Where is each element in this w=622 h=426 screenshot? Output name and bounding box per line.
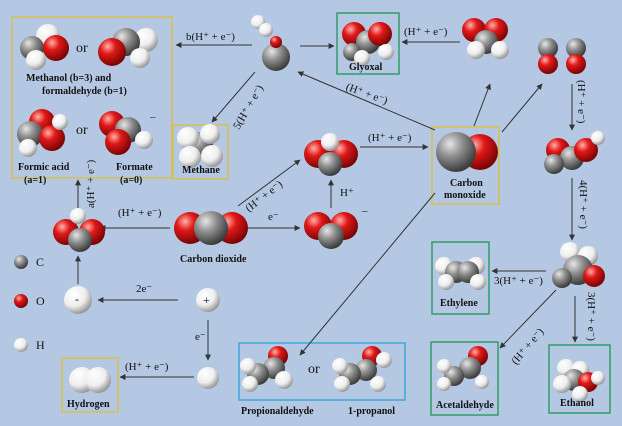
label-methanol-line1: Methanol (b=3) and [26, 73, 112, 84]
occo-molecule [544, 131, 605, 174]
ocho-molecule [462, 18, 509, 59]
hydrogen-molecule [69, 367, 111, 393]
formate-molecule [99, 111, 153, 155]
co-dimer-molecule [538, 38, 586, 74]
label-he-right-top: (H⁺ + e⁻) [575, 80, 587, 124]
label-formic-acid-1: Formic acid [18, 162, 70, 173]
label-formate-2: (a=0) [120, 175, 143, 186]
arrow-co-to-ocho [473, 83, 491, 127]
legend-hydrogen-swatch [14, 338, 28, 352]
label-formate-minus: – [150, 111, 156, 123]
label-legend-o: O [36, 294, 45, 308]
label-carbon-monoxide-2: monoxide [444, 190, 486, 201]
label-carbon-monoxide-1: Carbon [450, 178, 483, 189]
hydride-atom [64, 286, 92, 314]
ethanol-box [548, 344, 611, 414]
propanal-propanol-box [238, 342, 406, 401]
label-four-he: 4(H⁺ + e⁻) [577, 180, 589, 229]
label-co2-minus: – [362, 205, 368, 217]
ethenone-molecule [552, 242, 605, 288]
acetaldehyde-box [430, 341, 499, 416]
label-he-co-right: (H⁺ + e⁻) [368, 132, 412, 144]
label-ethylene: Ethylene [440, 298, 478, 309]
label-he-glyoxal: (H⁺ + e⁻) [404, 26, 448, 38]
label-1-propanol: 1-propanol [348, 406, 396, 417]
label-carbon-dioxide: Carbon dioxide [180, 254, 247, 265]
label-or-3: or [308, 362, 320, 377]
label-three-he-ethanol: 3(H⁺ + e⁻) [585, 292, 597, 341]
acetaldehyde-molecule [437, 346, 489, 391]
ethylene-box [431, 241, 490, 315]
methanol-molecule [20, 24, 69, 70]
label-h-plus: H⁺ [340, 187, 354, 199]
methane-box [172, 124, 229, 180]
arrow-co-to-propanal [299, 192, 436, 356]
label-formic-acid-2: (a=1) [24, 175, 47, 186]
label-hydride-minus: - [75, 292, 79, 306]
hydrogen-box [61, 357, 119, 413]
formaldehyde-box-molecule [98, 28, 158, 68]
formic-left-molecule [53, 208, 105, 252]
legend-carbon-swatch [14, 255, 28, 269]
carbon-monoxide-molecule [436, 132, 498, 172]
hydrogen-atom [197, 367, 219, 389]
label-glyoxal: Glyoxal [349, 62, 383, 73]
ethylene-molecule [435, 257, 486, 290]
label-b-he-top: b(H⁺ + e⁻) [186, 31, 235, 43]
label-two-e: 2e⁻ [136, 283, 153, 295]
label-acetaldehyde: Acetaldehyde [436, 400, 494, 411]
label-or-1: or [76, 41, 88, 56]
label-he-hydrogen: (H⁺ + e⁻) [125, 361, 169, 373]
propionaldehyde-molecule [240, 346, 293, 392]
methanol-formic-box [11, 16, 173, 179]
label-legend-c: C [36, 255, 45, 269]
glyoxal-molecule [342, 22, 394, 66]
label-ethanol: Ethanol [560, 398, 594, 409]
arrow-co2-to-cooh-upper [237, 159, 301, 207]
formaldehyde-molecule [251, 15, 290, 71]
label-proton-plus: + [203, 293, 210, 307]
carboxyl-molecule [304, 133, 358, 176]
label-three-he-ethylene: 3(H⁺ + e⁻) [494, 275, 543, 287]
proton-atom [196, 288, 220, 312]
label-e-minus-mid: e⁻ [268, 211, 279, 223]
label-methanol-line2: formaldehyde (b=1) [42, 86, 127, 97]
carbon-dioxide-molecule [174, 211, 248, 245]
propanol-molecule [332, 346, 392, 392]
carbon-monoxide-box [431, 126, 500, 205]
label-hydrogen: Hydrogen [67, 399, 110, 410]
legend-oxygen-swatch [14, 294, 28, 308]
arrow-co-to-formaldehyde [297, 71, 436, 131]
label-he-left: (H⁺ + e⁻) [118, 207, 162, 219]
label-legend-h: H [36, 338, 45, 352]
methane-molecule [177, 124, 223, 168]
formic-acid-molecule [17, 109, 68, 157]
carbon-dioxide-anion-molecule [304, 212, 358, 249]
label-a-he: a(H⁺ + e⁻) [85, 159, 97, 208]
label-formate-1: Formate [116, 162, 153, 173]
arrow-formaldehyde-to-methane [211, 71, 256, 123]
label-or-2: or [76, 123, 88, 138]
label-propionaldehyde: Propionaldehyde [241, 406, 314, 417]
glyoxal-box [336, 12, 400, 75]
arrow-co-to-dimer [501, 83, 543, 133]
ethanol-molecule [553, 359, 605, 402]
arrow-to-acetaldehyde [499, 289, 557, 349]
label-methane: Methane [182, 165, 220, 176]
label-e-minus-h: e⁻ [195, 331, 206, 343]
